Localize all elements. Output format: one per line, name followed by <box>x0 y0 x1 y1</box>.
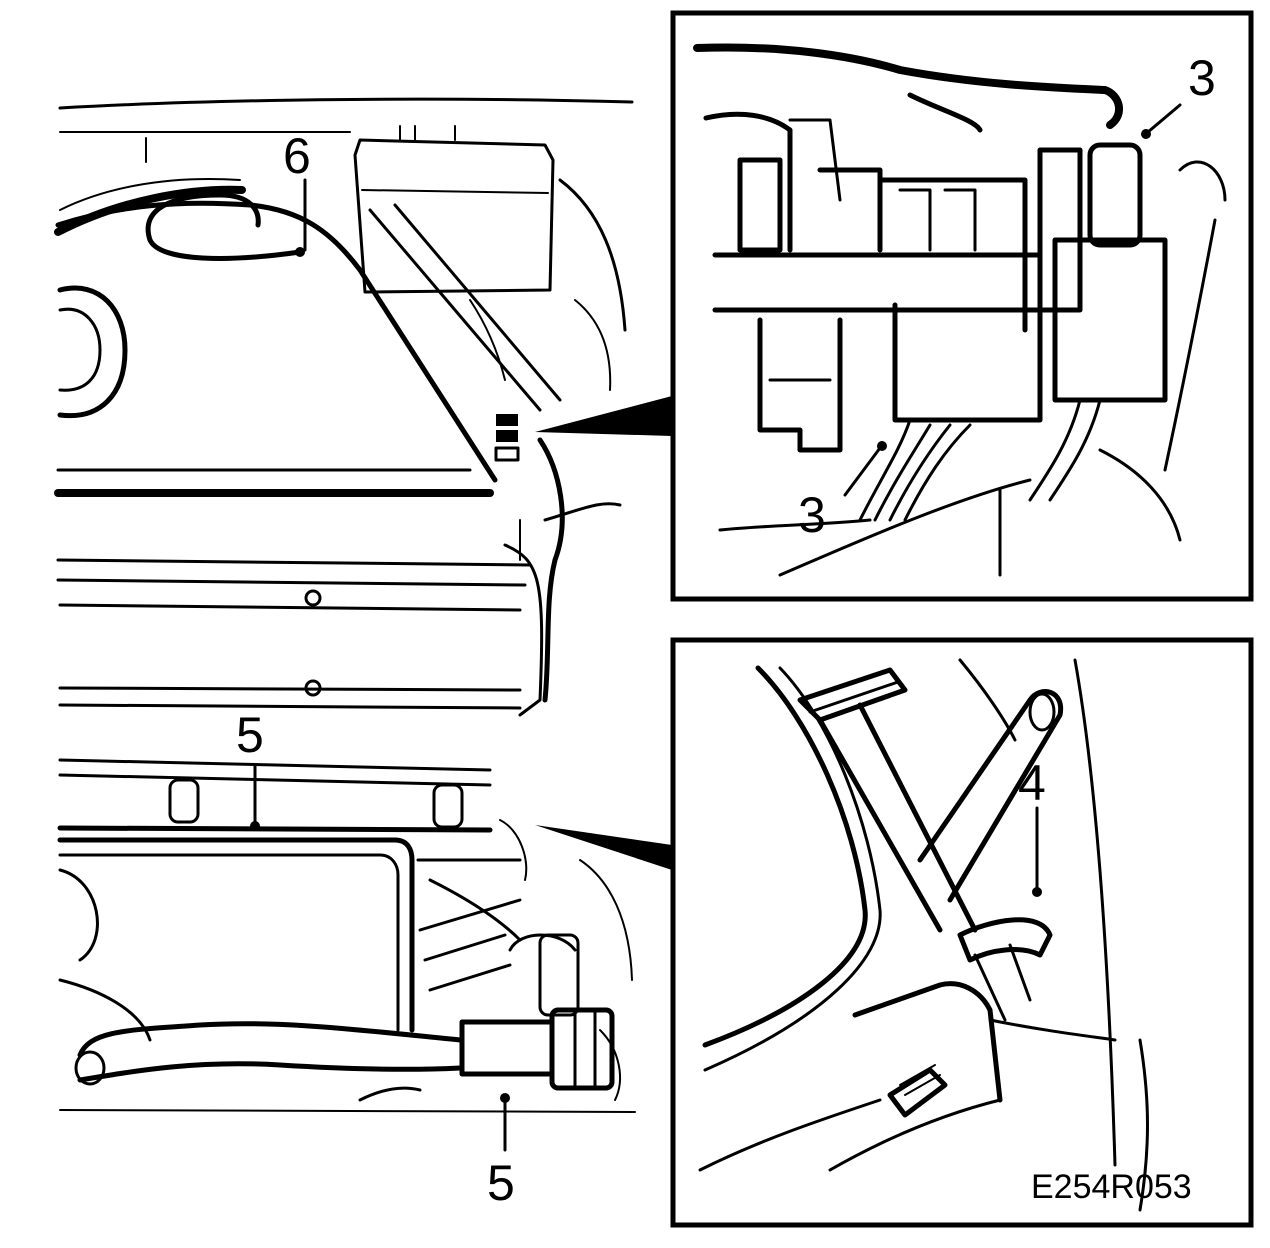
callout-5-lower: 5 <box>487 1155 515 1211</box>
callout-3-upper: 3 <box>1188 50 1216 106</box>
callout-3-lower: 3 <box>798 487 826 543</box>
callout-4: 4 <box>1018 755 1046 811</box>
main-engine-view <box>54 97 672 1152</box>
inset-top-relays <box>670 10 1254 602</box>
inset-bottom-clip <box>670 637 1254 1228</box>
callout-6: 6 <box>283 128 311 184</box>
callout-5-upper: 5 <box>236 707 264 763</box>
figure-code: E254R053 <box>1031 1168 1192 1206</box>
